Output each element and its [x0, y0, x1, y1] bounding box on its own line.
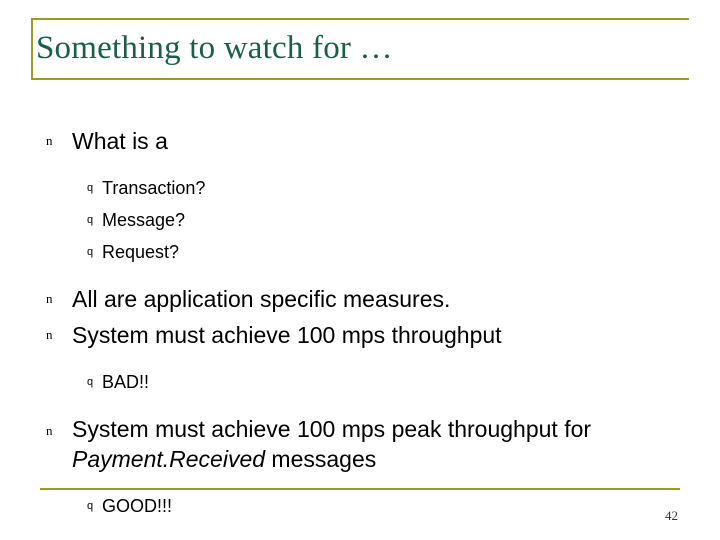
bullet-level2: q BAD!! [40, 366, 680, 398]
bullet-text: System must achieve 100 mps throughput [72, 322, 502, 348]
slide-body: n What is a q Transaction? q Message? q … [40, 124, 680, 522]
decorative-title-rule [31, 78, 689, 80]
bullet-text-emphasis: Payment.Received [72, 446, 266, 472]
bullet-marker-level2: q [87, 376, 94, 388]
bullet-text-segment: messages [265, 446, 377, 472]
page-number: 42 [665, 508, 678, 523]
bullet-marker-level2: q [87, 246, 94, 258]
bullet-text-rich: System must achieve 100 mps peak through… [72, 414, 680, 474]
spacer [40, 354, 680, 366]
bullet-text: What is a [72, 128, 168, 154]
bullet-text: Message? [102, 210, 186, 230]
spacer [40, 398, 680, 414]
bullet-text: BAD!! [102, 372, 150, 392]
bullet-marker-level2: q [87, 182, 94, 194]
decorative-left-rule [31, 18, 33, 80]
bullet-marker-level1: n [46, 133, 53, 148]
bullet-text: GOOD!!! [102, 496, 173, 516]
bullet-text: Request? [102, 242, 180, 262]
bullet-level2: q Message? [40, 204, 680, 236]
bullet-level2: q Request? [40, 236, 680, 268]
bullet-level1: n What is a [40, 124, 680, 158]
bullet-text-segment: System must achieve 100 mps peak through… [72, 416, 592, 442]
bullet-level1: n All are application specific measures. [40, 282, 680, 316]
bullet-marker-level2: q [87, 500, 94, 512]
bullet-text: Transaction? [102, 178, 206, 198]
spacer [40, 160, 680, 172]
bullet-level2: q Transaction? [40, 172, 680, 204]
page-title: Something to watch for … [36, 30, 393, 66]
bullet-marker-level1: n [46, 327, 53, 342]
bullet-level2: q GOOD!!! [40, 490, 680, 522]
bullet-level1: n System must achieve 100 mps throughput [40, 318, 680, 352]
decorative-top-rule [31, 18, 689, 20]
decorative-bottom-rule [40, 488, 680, 490]
bullet-marker-level1: n [46, 423, 53, 438]
bullet-marker-level2: q [87, 214, 94, 226]
spacer [40, 268, 680, 282]
bullet-text: All are application specific measures. [72, 286, 451, 312]
bullet-level1: n System must achieve 100 mps peak throu… [40, 414, 680, 474]
bullet-marker-level1: n [46, 291, 53, 306]
